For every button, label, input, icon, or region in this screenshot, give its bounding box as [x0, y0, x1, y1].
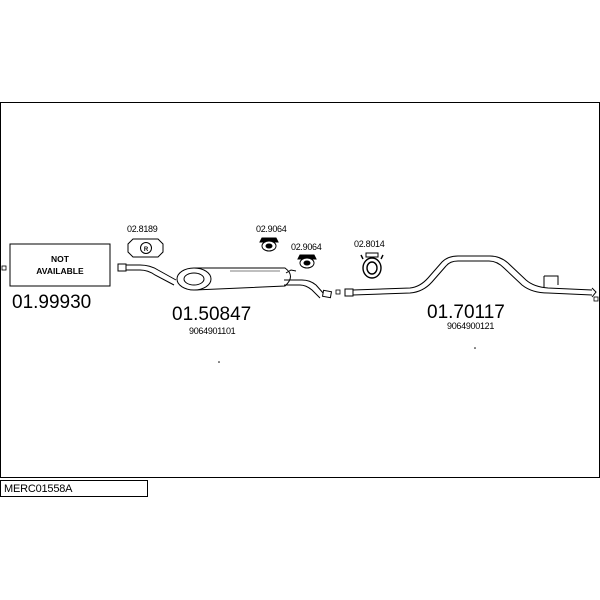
silencer-oem-number: 9064901101 [189, 326, 236, 336]
not-available-part-number: 01.99930 [12, 292, 91, 313]
part-mount-8189[interactable]: 02.8189 R [127, 224, 164, 258]
diagram-frame [0, 102, 600, 478]
part-rear-silencer[interactable]: 01.50847 9064901101 [117, 263, 333, 363]
tail-pipe-shape [344, 255, 597, 298]
tail-pipe-part-number: 01.70117 [427, 302, 505, 323]
clamp-8014-number: 02.8014 [354, 239, 385, 249]
silencer-dot [218, 361, 220, 363]
svg-text:R: R [144, 247, 149, 253]
silencer-part-number: 01.50847 [172, 304, 251, 325]
left-edge-marker [1, 265, 7, 271]
part-mount-9064-b[interactable]: 02.9064 [291, 242, 322, 269]
mount-9064-a-number: 02.9064 [256, 224, 287, 234]
part-clamp-8014[interactable]: 02.8014 [354, 239, 385, 279]
tail-pipe-dot [474, 347, 476, 349]
silencer-inlet-pipe [117, 263, 177, 286]
mount-9064-b-icon [297, 254, 317, 269]
mount-9064-a-icon [259, 237, 279, 252]
part-tail-pipe[interactable]: 01.70117 9064900121 [344, 255, 597, 349]
silencer-outlet-pipe [284, 269, 333, 299]
diagram-reference-code: MERC01558A [4, 483, 73, 495]
silencer-body [176, 267, 291, 291]
tail-pipe-oem-number: 9064900121 [447, 321, 494, 331]
diagram-reference-box: MERC01558A [0, 480, 148, 497]
clamp-8014-icon [360, 252, 384, 279]
not-available-line2: AVAILABLE [36, 266, 84, 276]
part-mount-9064-a[interactable]: 02.9064 [256, 224, 287, 252]
mount-9064-b-number: 02.9064 [291, 242, 322, 252]
mount-8189-number: 02.8189 [127, 224, 158, 234]
not-available-box [9, 243, 111, 287]
right-edge-marker [593, 296, 599, 302]
mount-8189-icon: R [127, 238, 164, 258]
connector-marker [335, 289, 341, 295]
part-not-available[interactable]: NOT AVAILABLE 01.99930 [9, 243, 111, 313]
not-available-line1: NOT [51, 254, 70, 264]
